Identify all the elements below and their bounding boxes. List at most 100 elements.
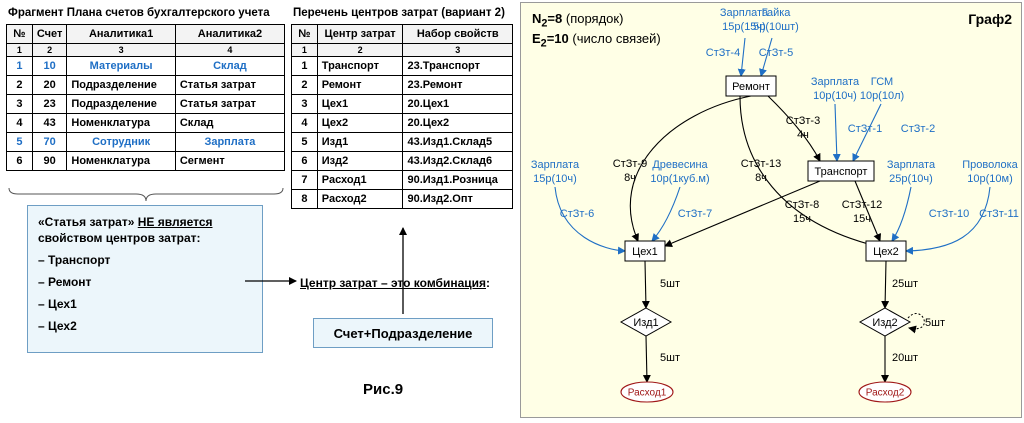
table-cell: 20.Цех1 — [402, 94, 513, 114]
table-cell: 23.Ремонт — [402, 75, 513, 95]
node-rashod1 — [620, 381, 674, 403]
source-s5-value: 5р(10шт) — [753, 21, 799, 33]
table-cell: Склад — [174, 56, 286, 76]
node-izd1-label: Изд1 — [633, 317, 658, 329]
edge-s2-transport — [852, 103, 882, 162]
table-cell: 6 — [6, 151, 33, 171]
source-s4-value: 15р(15ч) — [722, 21, 766, 33]
graph-edges-count: E2=10 (число связей) — [532, 31, 661, 50]
source-s11-name: Проволока — [962, 159, 1018, 171]
edge-s11-ceh2 — [905, 186, 991, 255]
edge-s1-transport — [832, 103, 841, 162]
edge-s10-ceh2 — [891, 186, 912, 242]
edge-label-e7: СтЗт-7 — [678, 208, 712, 220]
combination-caption: Центр затрат – это комбинация: — [300, 276, 491, 290]
edge-label-e13-value: 8ч — [755, 172, 767, 184]
table-cell: 2 — [316, 43, 404, 57]
node-ceh2-label: Цех2 — [873, 246, 899, 258]
edge-label-e8-value: 15ч — [793, 213, 811, 225]
edge-label-e11: СтЗт-11 — [979, 208, 1019, 220]
table-cell: 6 — [291, 151, 318, 171]
edge-label-e4: СтЗт-4 — [706, 47, 740, 59]
table-cell: Изд2 — [316, 151, 404, 171]
edge-label-q_izd2_rashod2: 20шт — [892, 352, 918, 364]
table-cell: 3 — [291, 94, 318, 114]
table-cell: 1 — [291, 43, 318, 57]
edge-transport-ceh1 — [664, 180, 821, 247]
edge-label-e10: СтЗт-10 — [929, 208, 970, 220]
node-ceh1-label: Цех1 — [632, 246, 658, 258]
table-cell: Расход2 — [316, 189, 404, 209]
node-izd1 — [619, 307, 673, 337]
note-line1: «Статья затрат» НЕ является — [38, 215, 213, 229]
node-remont — [725, 75, 777, 97]
table-cell: Изд1 — [316, 132, 404, 152]
table-cell: Транспорт — [316, 56, 404, 76]
edge-label-q_izd2_loop: 5шт — [925, 317, 945, 329]
edge-label-e2: СтЗт-2 — [901, 123, 935, 135]
edge-izd2-loop — [907, 312, 925, 334]
node-rashod2 — [858, 381, 912, 403]
table-cell: 3 — [6, 94, 33, 114]
note-line2: свойством центров затрат: — [38, 231, 201, 245]
source-s1-name: Зарплата — [811, 76, 860, 88]
edge-s7-ceh1 — [651, 186, 681, 242]
source-s2-name: ГСМ — [871, 76, 893, 88]
table-cell: Набор свойств — [402, 24, 513, 44]
figure-caption: Рис.9 — [363, 381, 404, 398]
node-rashod2-label: Расход2 — [866, 388, 905, 399]
edge-label-e12-value: 15ч — [853, 213, 871, 225]
table-cell: 2 — [31, 43, 68, 57]
edge-remont-transport — [767, 95, 821, 162]
table-cell: Цех2 — [316, 113, 404, 133]
source-s7-name: Древесина — [652, 159, 708, 171]
source-s10-value: 25р(10ч) — [889, 173, 933, 185]
graph-order: N2=8 (порядок) — [532, 11, 624, 30]
source-s4-name: Зарплата — [720, 7, 769, 19]
table-cell: 1 — [6, 43, 33, 57]
note-list-item: – Цех2 — [38, 319, 77, 333]
table-cell: № — [6, 24, 33, 44]
table-cell: 4 — [174, 43, 286, 57]
node-remont-label: Ремонт — [732, 81, 770, 93]
source-s5-name: Гайка — [762, 7, 792, 19]
table-cell: Аналитика1 — [66, 24, 176, 44]
edge-transport-ceh2 — [854, 180, 881, 242]
source-s11-value: 10р(10м) — [967, 173, 1012, 185]
table-cell: № — [291, 24, 318, 44]
graph-background — [520, 2, 1022, 418]
table-cell: 43.Изд2.Склад6 — [402, 151, 513, 171]
table-cell: Статья затрат — [174, 75, 286, 95]
note-list-item: – Транспорт — [38, 253, 111, 267]
edge-label-e12: СтЗт-12 — [842, 199, 883, 211]
edge-label-q_izd1_rashod1: 5шт — [660, 352, 680, 364]
table-cell: 23 — [31, 94, 68, 114]
edge-label-q_ceh2_izd2: 25шт — [892, 278, 918, 290]
table-cell: Зарплата — [174, 132, 286, 152]
edge-ceh1-izd1 — [641, 260, 650, 309]
node-rashod1-label: Расход1 — [628, 388, 667, 399]
table-cell: Цех1 — [316, 94, 404, 114]
table-cell: 90 — [31, 151, 68, 171]
table-cell: Расход1 — [316, 170, 404, 190]
edge-label-e6: СтЗт-6 — [560, 208, 594, 220]
edge-label-e9: СтЗт-9 — [613, 158, 647, 170]
edge-label-e5: СтЗт-5 — [759, 47, 793, 59]
edge-label-e13: СтЗт-13 — [741, 158, 782, 170]
table-cell: 90.Изд2.Опт — [402, 189, 513, 209]
table-cell: 43.Изд1.Склад5 — [402, 132, 513, 152]
